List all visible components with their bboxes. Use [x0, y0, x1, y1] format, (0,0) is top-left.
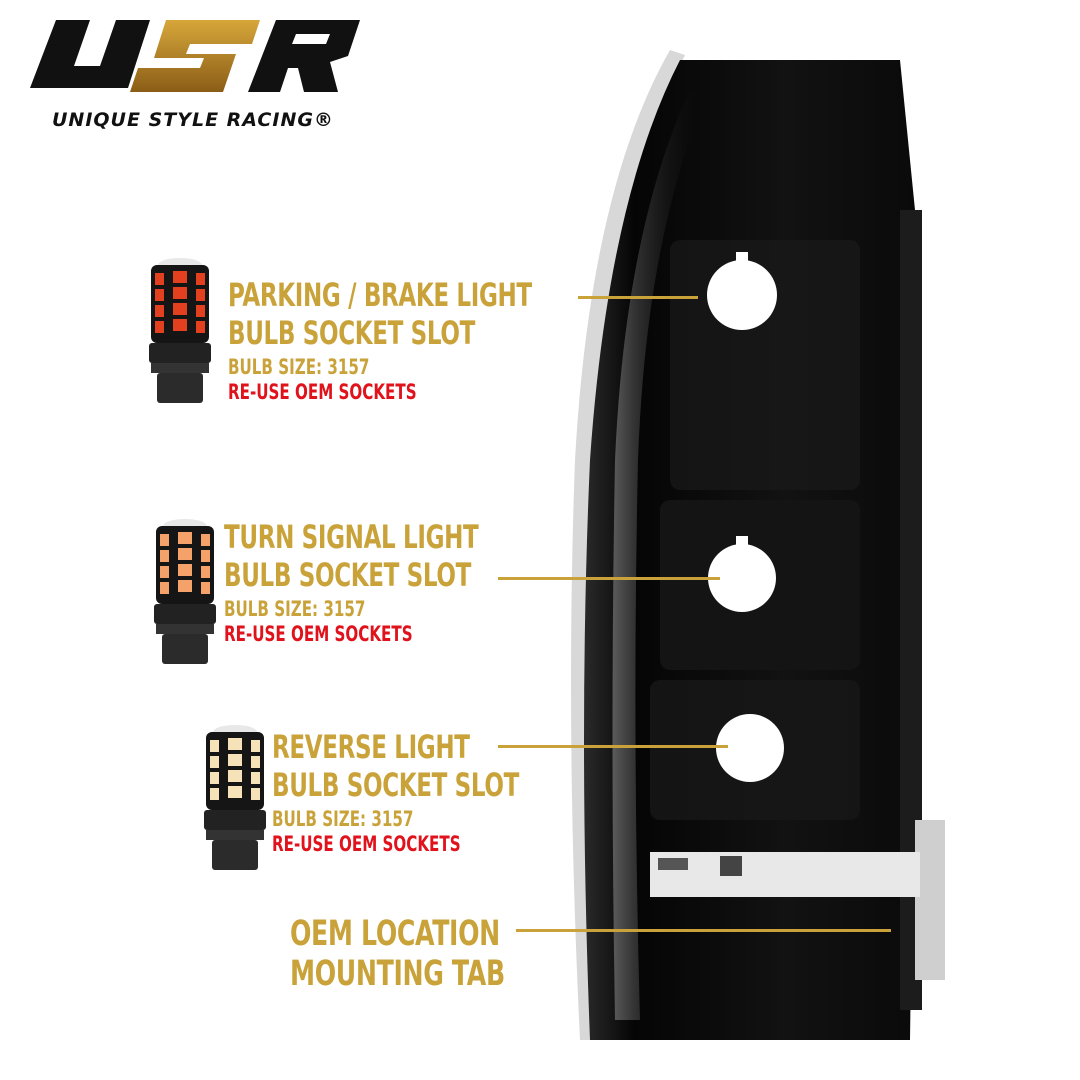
usr-logo: UNIQUE STYLE RACING®: [30, 16, 360, 131]
bulb-size: BULB SIZE: 3157: [224, 597, 366, 621]
bulb-size: BULB SIZE: 3157: [228, 355, 370, 379]
reuse-note: RE-USE OEM SOCKETS: [224, 622, 413, 646]
callout-title-line2: BULB SOCKET SLOT: [272, 766, 519, 804]
callout-title-line1: OEM LOCATION: [290, 914, 500, 954]
callout-mounting-tab: OEM LOCATION MOUNTING TAB: [290, 914, 588, 994]
callout-title-line1: REVERSE LIGHT: [272, 728, 470, 766]
red-led-bulb-icon: [149, 258, 211, 403]
callout-title-line2: MOUNTING TAB: [290, 954, 505, 994]
bulb-size: BULB SIZE: 3157: [272, 807, 414, 831]
reuse-note: RE-USE OEM SOCKETS: [272, 832, 461, 856]
amber-led-bulb-icon: [154, 519, 216, 664]
callout-reverse: REVERSE LIGHT BULB SOCKET SLOT BULB SIZE…: [272, 728, 615, 857]
leader-line-reverse: [498, 745, 728, 748]
reuse-note: RE-USE OEM SOCKETS: [228, 380, 417, 404]
callout-turn-signal: TURN SIGNAL LIGHT BULB SOCKET SLOT BULB …: [224, 518, 577, 647]
brand-tagline: UNIQUE STYLE RACING®: [52, 109, 334, 131]
callout-parking-brake: PARKING / BRAKE LIGHT BULB SOCKET SLOT B…: [228, 276, 650, 405]
leader-line-mounting-tab: [516, 929, 891, 932]
callout-title-line2: BULB SOCKET SLOT: [228, 314, 475, 352]
white-led-bulb-icon: [204, 725, 266, 870]
tail-light-housing-image: [571, 50, 945, 1040]
usr-logo-mark-icon: [30, 20, 360, 92]
callout-title-line2: BULB SOCKET SLOT: [224, 556, 471, 594]
leader-line-turn-signal: [498, 577, 720, 580]
callout-title-line1: TURN SIGNAL LIGHT: [224, 518, 479, 556]
leader-line-parking-brake: [578, 296, 698, 299]
callout-title-line1: PARKING / BRAKE LIGHT: [228, 276, 532, 314]
